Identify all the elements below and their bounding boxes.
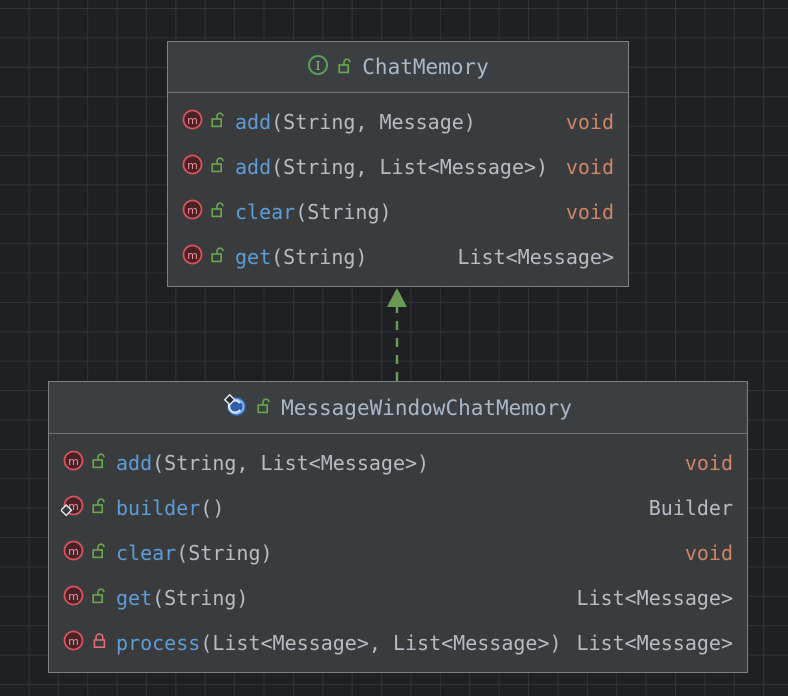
realization-arrowhead: [387, 288, 407, 307]
svg-text:m: m: [187, 204, 198, 217]
svg-text:m: m: [68, 635, 79, 648]
uml-class-box-messagewindowchatmemory[interactable]: MessageWindowChatMemory m add(String, Lis…: [48, 381, 748, 673]
member-signature: get(String): [116, 586, 248, 610]
class-name: MessageWindowChatMemory: [281, 395, 572, 420]
class-icon: [223, 393, 248, 422]
member-name: get: [116, 585, 153, 610]
method-icon: m: [180, 198, 204, 226]
member-params: (List<Message>, List<Message>): [200, 630, 562, 655]
member-return-type: List<Message>: [457, 244, 614, 269]
member-icons: m: [61, 629, 107, 657]
method-icon: m: [61, 449, 85, 477]
unlock-icon: [211, 246, 226, 267]
svg-text:m: m: [187, 249, 198, 262]
member-return-type: Builder: [648, 495, 733, 520]
svg-text:m: m: [187, 114, 198, 127]
uml-member-row[interactable]: m add(String, Message) void: [168, 99, 628, 144]
member-name: get: [235, 244, 272, 269]
member-name: builder: [116, 495, 201, 520]
member-params: (String, List<Message>): [271, 154, 549, 179]
method-icon: m: [180, 153, 204, 181]
uml-member-row[interactable]: m add(String, List<Message>) void: [168, 144, 628, 189]
member-signature: process(List<Message>, List<Message>): [116, 631, 562, 655]
svg-text:m: m: [187, 159, 198, 172]
uml-member-row[interactable]: m add(String, List<Message>) void: [49, 440, 747, 485]
uml-member-row[interactable]: m get(String) List<Message>: [168, 234, 628, 279]
member-signature: builder(): [116, 496, 224, 520]
unlock-icon: [257, 397, 272, 418]
member-icons: m: [180, 243, 226, 271]
member-return-type: void: [565, 109, 614, 134]
member-signature: clear(String): [116, 541, 273, 565]
member-icons: m: [61, 539, 107, 567]
member-icons: m: [61, 449, 107, 477]
class-name: ChatMemory: [362, 55, 489, 79]
member-name: clear: [116, 540, 177, 565]
unlock-icon: [211, 156, 226, 177]
member-signature: add(String, List<Message>): [235, 155, 548, 179]
member-icons: m: [180, 153, 226, 181]
uml-member-row[interactable]: m clear(String) void: [49, 530, 747, 575]
svg-text:m: m: [68, 500, 79, 513]
unlock-icon: [92, 452, 107, 473]
member-params: (String, List<Message>): [152, 450, 430, 475]
member-name: add: [235, 109, 272, 134]
member-params: (String): [176, 540, 273, 565]
member-return-type: void: [565, 154, 614, 179]
member-params: (String): [271, 244, 368, 269]
member-name: add: [116, 450, 153, 475]
class-header[interactable]: I ChatMemory: [168, 42, 628, 93]
method-icon: m: [180, 108, 204, 136]
svg-text:m: m: [68, 545, 79, 558]
member-return-type: void: [684, 450, 733, 475]
method-static-icon: m: [59, 494, 85, 522]
svg-text:m: m: [68, 590, 79, 603]
member-params: (String): [295, 199, 392, 224]
uml-member-row[interactable]: m clear(String) void: [168, 189, 628, 234]
unlock-icon: [211, 201, 226, 222]
method-icon: m: [61, 629, 85, 657]
uml-member-row[interactable]: m get(String) List<Message>: [49, 575, 747, 620]
method-icon: m: [61, 584, 85, 612]
member-name: process: [116, 630, 201, 655]
lock-icon: [92, 632, 107, 653]
member-icons: m: [180, 108, 226, 136]
member-signature: add(String, Message): [235, 110, 476, 134]
unlock-icon: [211, 111, 226, 132]
unlock-icon: [338, 57, 353, 78]
unlock-icon: [92, 587, 107, 608]
unlock-icon: [92, 497, 107, 518]
svg-text:m: m: [68, 455, 79, 468]
member-params: (): [200, 495, 225, 520]
member-name: clear: [235, 199, 296, 224]
member-return-type: void: [565, 199, 614, 224]
member-signature: get(String): [235, 245, 367, 269]
member-icons: m: [59, 494, 107, 522]
member-icons: m: [61, 584, 107, 612]
uml-member-row[interactable]: m builder() Builder: [49, 485, 747, 530]
member-icons: m: [180, 198, 226, 226]
member-return-type: List<Message>: [576, 630, 733, 655]
member-signature: add(String, List<Message>): [116, 451, 429, 475]
svg-text:I: I: [316, 59, 321, 73]
uml-member-row[interactable]: m process(List<Message>, List<Message>) Li…: [49, 620, 747, 665]
member-name: add: [235, 154, 272, 179]
member-return-type: List<Message>: [576, 585, 733, 610]
method-icon: m: [180, 243, 204, 271]
unlock-icon: [92, 542, 107, 563]
method-icon: m: [61, 539, 85, 567]
class-header[interactable]: MessageWindowChatMemory: [49, 382, 747, 434]
interface-icon: I: [307, 54, 329, 80]
member-signature: clear(String): [235, 200, 392, 224]
member-return-type: void: [684, 540, 733, 565]
member-params: (String, Message): [271, 109, 476, 134]
member-params: (String): [152, 585, 249, 610]
